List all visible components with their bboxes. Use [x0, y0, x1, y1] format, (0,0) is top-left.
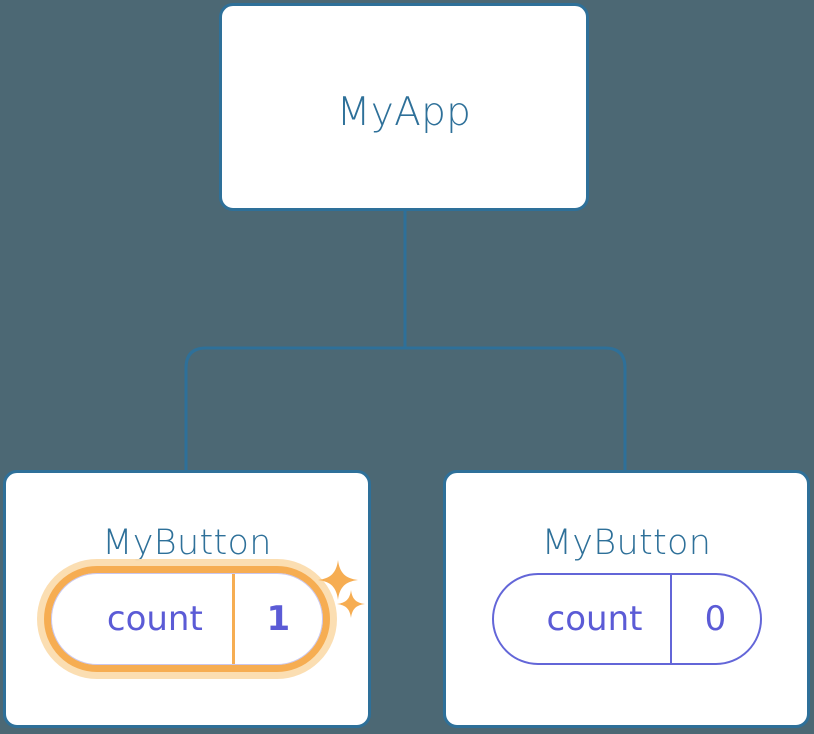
state-value-label-left: 1	[266, 599, 291, 639]
node-card-myapp[interactable]: MyApp	[219, 3, 589, 211]
node-label-myapp: MyApp	[336, 90, 472, 135]
state-pill-count-right[interactable]: count 0	[491, 573, 762, 665]
connector-branch-bus	[184, 346, 627, 470]
state-key-label-right: count	[494, 575, 672, 663]
highlight-ring	[44, 566, 330, 672]
state-key-label-left: count	[52, 574, 235, 664]
node-card-mybutton-left[interactable]: MyButton count 1	[3, 470, 371, 728]
node-label-mybutton-right: MyButton	[541, 523, 712, 563]
node-card-mybutton-right[interactable]: MyButton count 0	[443, 470, 810, 728]
state-value-label-right: 0	[704, 599, 727, 639]
state-pill-highlight-group: count 1	[37, 559, 337, 679]
state-pill-wrapper-left: count 1	[6, 559, 368, 679]
state-pill-count-left[interactable]: count 1	[51, 573, 323, 665]
node-label-mybutton-left: MyButton	[102, 523, 272, 563]
state-pill-wrapper-right: count 0	[446, 573, 807, 665]
